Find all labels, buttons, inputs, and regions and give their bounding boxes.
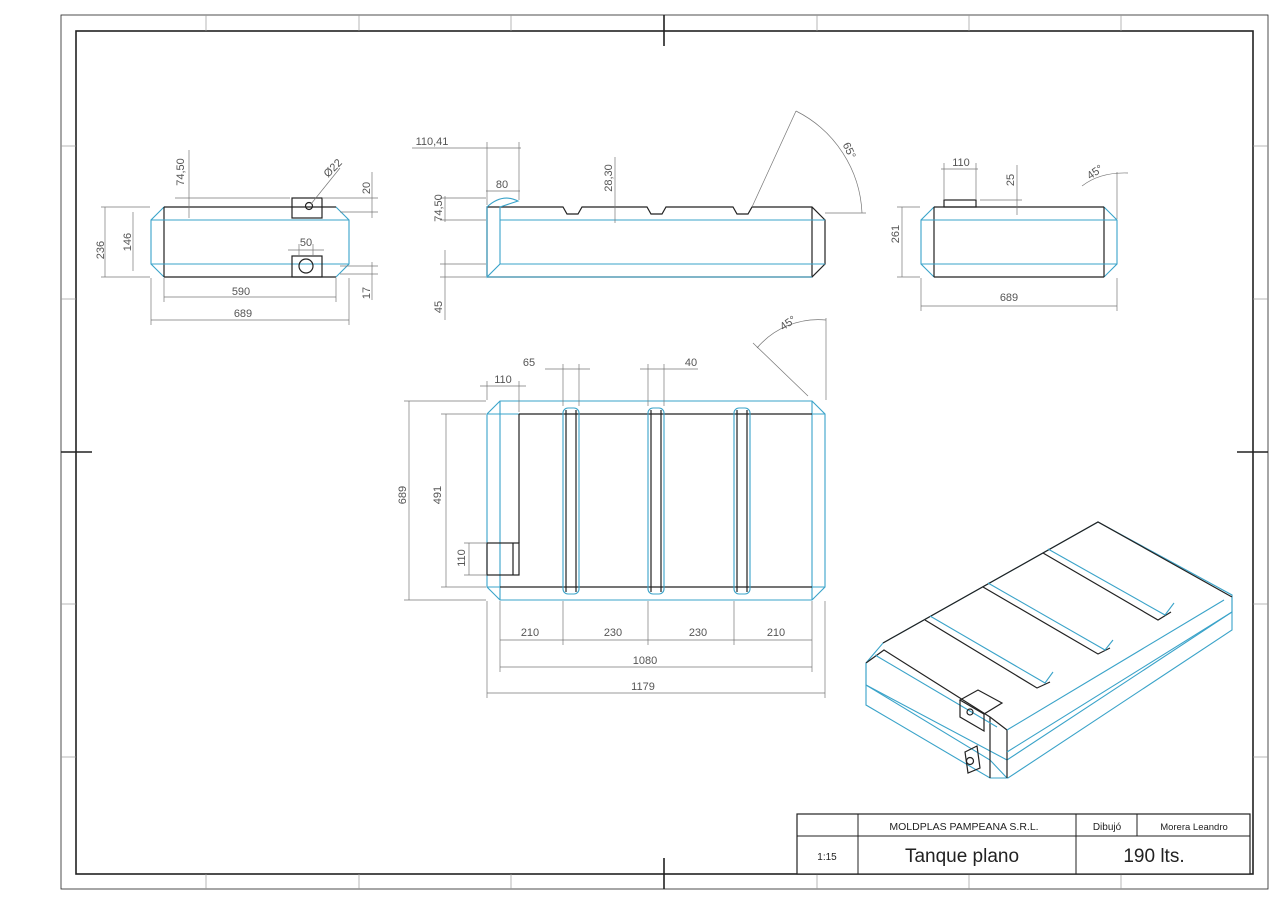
dim-230-a: 230 [604,627,622,639]
dim-45-deg-end: 45° [1085,163,1106,182]
drawn-by-label: Dibujó [1093,822,1122,833]
title-block: MOLDPLAS PAMPEANA S.R.L. Dibujó Morera L… [796,813,1251,875]
dim-74-50-front: 74,50 [433,194,445,222]
side-view-dimensions: 74,50 Ø22 20 236 146 50 17 590 689 [95,157,373,320]
top-view [404,318,827,698]
dim-689-top: 689 [397,486,409,504]
dim-689-side: 689 [234,308,252,320]
end-view [897,163,1129,311]
dim-45-front: 45 [433,301,445,313]
dim-74-50-side: 74,50 [175,158,187,186]
front-view-dimensions: 110,41 80 28,30 74,50 45 65° [416,136,858,313]
dim-210-b: 210 [767,627,785,639]
end-view-dimensions: 110 25 45° 261 689 [890,157,1106,304]
dim-590: 590 [232,286,250,298]
dim-230-b: 230 [689,627,707,639]
part-name: Tanque plano [905,846,1019,867]
dim-236: 236 [95,241,107,259]
dim-1080: 1080 [633,655,657,667]
side-view [101,150,378,325]
dim-210-a: 210 [521,627,539,639]
dim-80: 80 [496,179,508,191]
dim-110-end: 110 [952,157,970,169]
dim-110-top: 110 [494,374,512,386]
dim-110-side-top: 110 [456,549,468,567]
dim-110-41: 110,41 [416,136,449,148]
capacity: 190 lts. [1123,846,1184,867]
dim-28-30: 28,30 [603,164,615,192]
dim-689-end: 689 [1000,292,1018,304]
dim-491: 491 [432,486,444,504]
dim-50: 50 [300,237,312,249]
dim-45-deg-top: 45° [778,314,799,333]
scale: 1:15 [817,852,837,863]
dim-diameter-22: Ø22 [322,157,345,180]
dim-65: 65 [523,357,535,369]
isometric-view [865,521,1233,779]
sheet-border [60,14,1269,890]
dim-20: 20 [361,182,373,194]
dim-146: 146 [122,233,134,251]
dim-17: 17 [361,287,373,299]
dim-40: 40 [685,357,697,369]
front-view [412,110,866,320]
dim-261: 261 [890,225,902,243]
dim-65-deg: 65° [840,141,858,161]
drawn-by-name: Morera Leandro [1160,822,1228,833]
company-name: MOLDPLAS PAMPEANA S.R.L. [889,821,1038,833]
dim-25: 25 [1005,174,1017,186]
top-view-dimensions: 45° 65 40 110 689 491 110 210 230 230 21… [397,314,799,693]
dim-1179: 1179 [631,681,655,693]
